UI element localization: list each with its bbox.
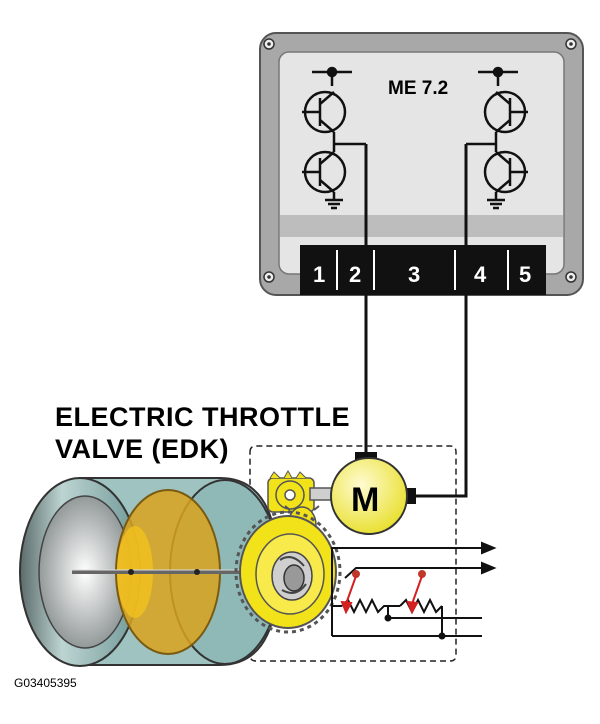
transistor-icon — [302, 66, 366, 210]
ecu-band — [280, 215, 563, 237]
connector-pin-1: 1 — [313, 262, 326, 287]
ecu-connector — [300, 245, 546, 295]
figure-code: G03405395 — [14, 676, 77, 690]
connector-pin-3: 3 — [408, 262, 421, 287]
component-title-line1: ELECTRIC THROTTLE — [55, 402, 350, 432]
wiper-arrow-icon — [340, 575, 423, 615]
position-sensor-circuit — [331, 541, 497, 640]
connector-pin-5: 5 — [519, 262, 532, 287]
motor — [330, 452, 416, 535]
component-title-line2: VALVE (EDK) — [55, 434, 229, 464]
motor-label: M — [351, 481, 380, 519]
connector-pin-4: 4 — [474, 262, 487, 287]
gear-icon — [234, 510, 342, 634]
transistor-icon — [466, 66, 528, 210]
ecu-label: ME 7.2 — [388, 78, 449, 99]
edk-enclosure — [249, 445, 457, 662]
motor-wiring — [364, 144, 468, 498]
screw-icon — [263, 38, 577, 283]
ecu-module — [259, 32, 584, 296]
gear-icon — [267, 469, 335, 513]
gear-train — [234, 469, 342, 634]
connector-pin-2: 2 — [349, 262, 362, 287]
